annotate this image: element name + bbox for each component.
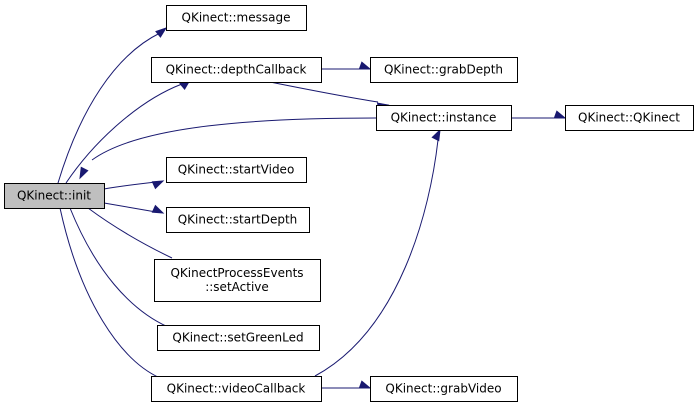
arrowhead-icon (151, 180, 165, 190)
node-box (157, 325, 320, 351)
edge-init-to-message (57, 27, 168, 184)
arrowhead-icon (155, 27, 168, 38)
node-videoCallback[interactable]: QKinect::videoCallback (151, 376, 322, 402)
nodes-layer: QKinect::init QKinect::messageQKinect::de… (4, 5, 694, 402)
edge-line (65, 83, 183, 184)
node-box (166, 157, 307, 183)
arrowhead-icon (79, 166, 89, 180)
node-box (370, 376, 518, 402)
edge-videoCallback-to-grabVideo (321, 380, 372, 389)
node-box (166, 207, 310, 233)
node-box (166, 5, 307, 31)
node-label: QKinect::depthCallback (166, 63, 307, 77)
edge-line (87, 207, 173, 259)
node-setGreenLed[interactable]: QKinect::setGreenLed (157, 325, 320, 351)
node-label: QKinect::setGreenLed (172, 331, 303, 345)
node-box (4, 183, 105, 209)
node-grabVideo[interactable]: QKinect::grabVideo (370, 376, 518, 402)
node-startVideo[interactable]: QKinect::startVideo (166, 157, 307, 183)
node-label: QKinect::instance (391, 111, 497, 125)
edge-instance-to-ctor (511, 110, 567, 119)
node-depthCallback[interactable]: QKinect::depthCallback (151, 57, 322, 83)
edge-line (91, 117, 377, 161)
edge-line (314, 139, 439, 377)
node-label: QKinect::videoCallback (167, 382, 306, 396)
edge-init-to-videoCallback (59, 207, 170, 388)
node-label: ::setActive (205, 280, 269, 294)
node-message[interactable]: QKinect::message (166, 5, 307, 31)
node-label: QKinect::grabVideo (385, 382, 501, 396)
arrowhead-icon (358, 380, 372, 389)
node-init[interactable]: QKinect::init (4, 183, 105, 209)
edge-line (57, 32, 161, 184)
node-setActive[interactable]: QKinectProcessEvents::setActive (154, 259, 321, 302)
arrowhead-icon (553, 110, 567, 119)
node-label: QKinect::message (182, 11, 291, 25)
edge-line (269, 81, 379, 103)
node-startDepth[interactable]: QKinect::startDepth (166, 207, 310, 233)
node-ctor[interactable]: QKinect::QKinect (565, 105, 694, 131)
node-box (154, 259, 321, 302)
edge-instance-to-init (79, 117, 377, 180)
edge-line (69, 207, 169, 328)
node-label: QKinect::startDepth (178, 213, 298, 227)
edge-depthCallback-to-grabDepth (321, 61, 372, 70)
edge-init-to-startDepth (103, 202, 165, 214)
node-label: QKinect::init (17, 189, 91, 203)
node-label: QKinect::grabDepth (384, 63, 503, 77)
edge-videoCallback-to-instance (314, 128, 441, 377)
edge-depthCallback-to-instance (269, 81, 390, 111)
arrowhead-icon (358, 61, 372, 70)
edge-line (59, 207, 161, 379)
node-box (151, 57, 322, 83)
node-box (151, 376, 322, 402)
node-box (565, 105, 694, 131)
node-grabDepth[interactable]: QKinect::grabDepth (370, 57, 518, 83)
node-label: QKinect::startVideo (178, 163, 295, 177)
node-instance[interactable]: QKinect::instance (376, 105, 512, 131)
arrowhead-icon (431, 128, 441, 142)
edge-init-to-startVideo (103, 180, 165, 190)
node-box (376, 105, 512, 131)
arrowhead-icon (151, 204, 165, 214)
edge-line (103, 181, 157, 190)
node-label: QKinect::QKinect (578, 111, 680, 125)
node-label: QKinectProcessEvents (170, 266, 303, 280)
node-box (370, 57, 518, 83)
edge-line (103, 202, 157, 213)
